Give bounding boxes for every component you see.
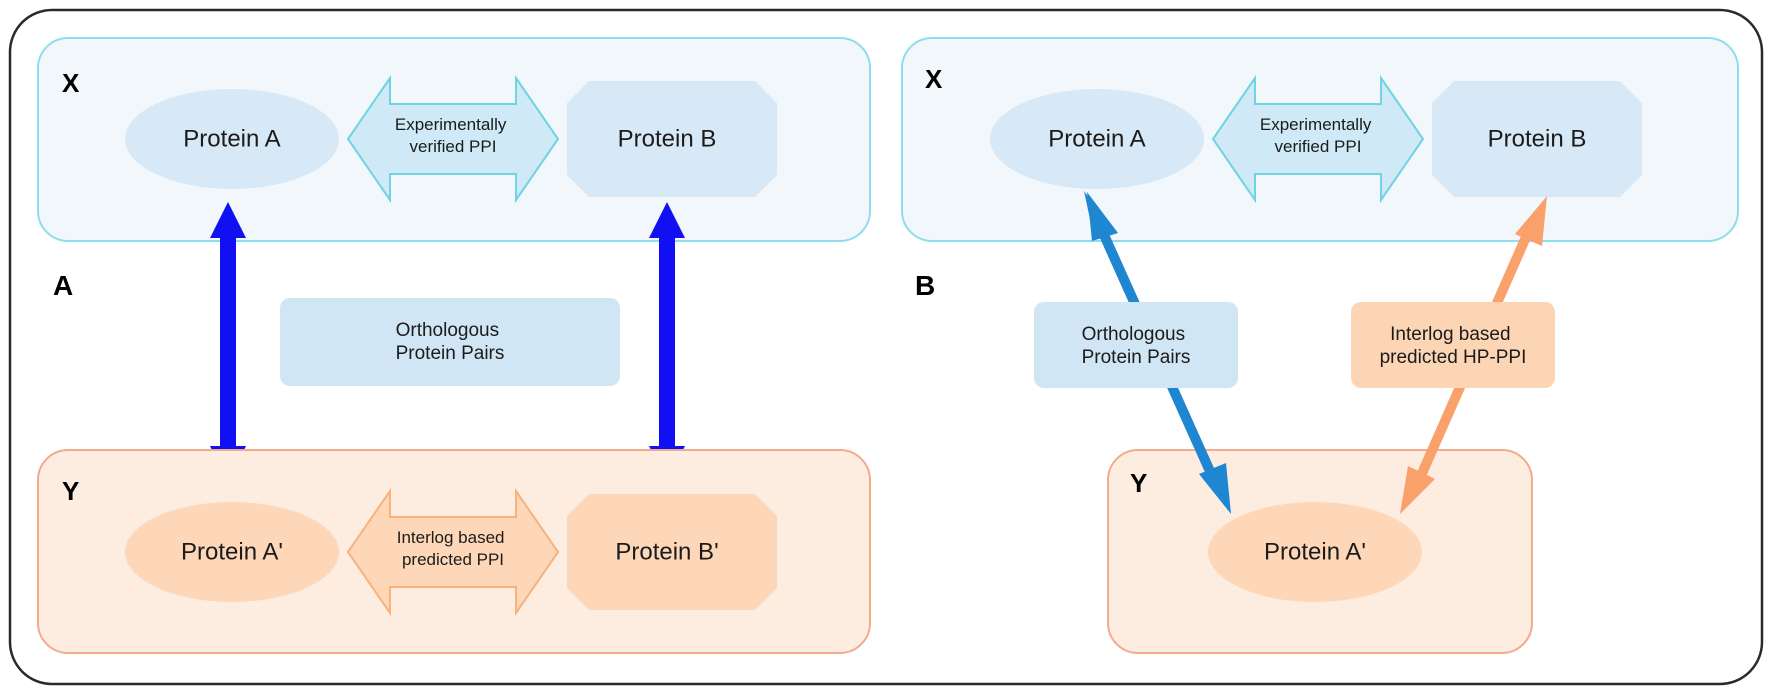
ortholog-arrow-b [649,202,685,482]
ortholog-label-box-b [1034,302,1238,388]
ortholog-label-b: Orthologous Protein Pairs [1082,324,1191,368]
species-x-label-b: X [925,64,943,94]
protein-a-label: Protein A [183,126,280,153]
protein-a-label-b: Protein A [1048,126,1145,153]
protein-a-prime-label-b: Protein A' [1264,539,1366,566]
protein-b-prime-node [567,494,777,610]
ortholog-label-a: Orthologous Protein Pairs [396,320,505,364]
protein-b-node [567,81,777,197]
protein-a-prime-label: Protein A' [181,539,283,566]
protein-a-node [125,89,339,189]
protein-b-node-b [1432,81,1642,197]
ortholog-label-box-a [280,298,620,386]
predicted-ppi-label-a: Interlog based predicted PPI [397,528,509,569]
species-y-label-a: Y [62,476,79,506]
interlog-label-b: Interlog based predicted HP-PPI [1380,324,1527,368]
verified-ppi-arrow-b [1211,74,1425,204]
panel-b-letter: B [915,270,935,301]
protein-b-label: Protein B [618,126,717,153]
predicted-ppi-arrow-a [346,487,560,617]
ortholog-arrow-a [210,202,246,482]
species-y-label-b: Y [1130,468,1147,498]
protein-b-label-b: Protein B [1488,126,1587,153]
panel-a-letter: A [53,270,73,301]
verified-ppi-label-b: Experimentally verified PPI [1260,115,1376,156]
panel-b: X Protein A Experimentally verified PPI … [901,37,1739,654]
protein-a-node-b [990,89,1204,189]
protein-a-prime-node-b [1208,502,1422,602]
panel-a: X Protein A Experimentally verified PPI … [37,37,871,654]
protein-a-prime-node [125,502,339,602]
verified-ppi-label-a: Experimentally verified PPI [395,115,511,156]
protein-b-prime-label: Protein B' [615,539,718,566]
interlog-label-box-b [1351,302,1555,388]
species-x-label-a: X [62,68,80,98]
verified-ppi-arrow-a [346,74,560,204]
